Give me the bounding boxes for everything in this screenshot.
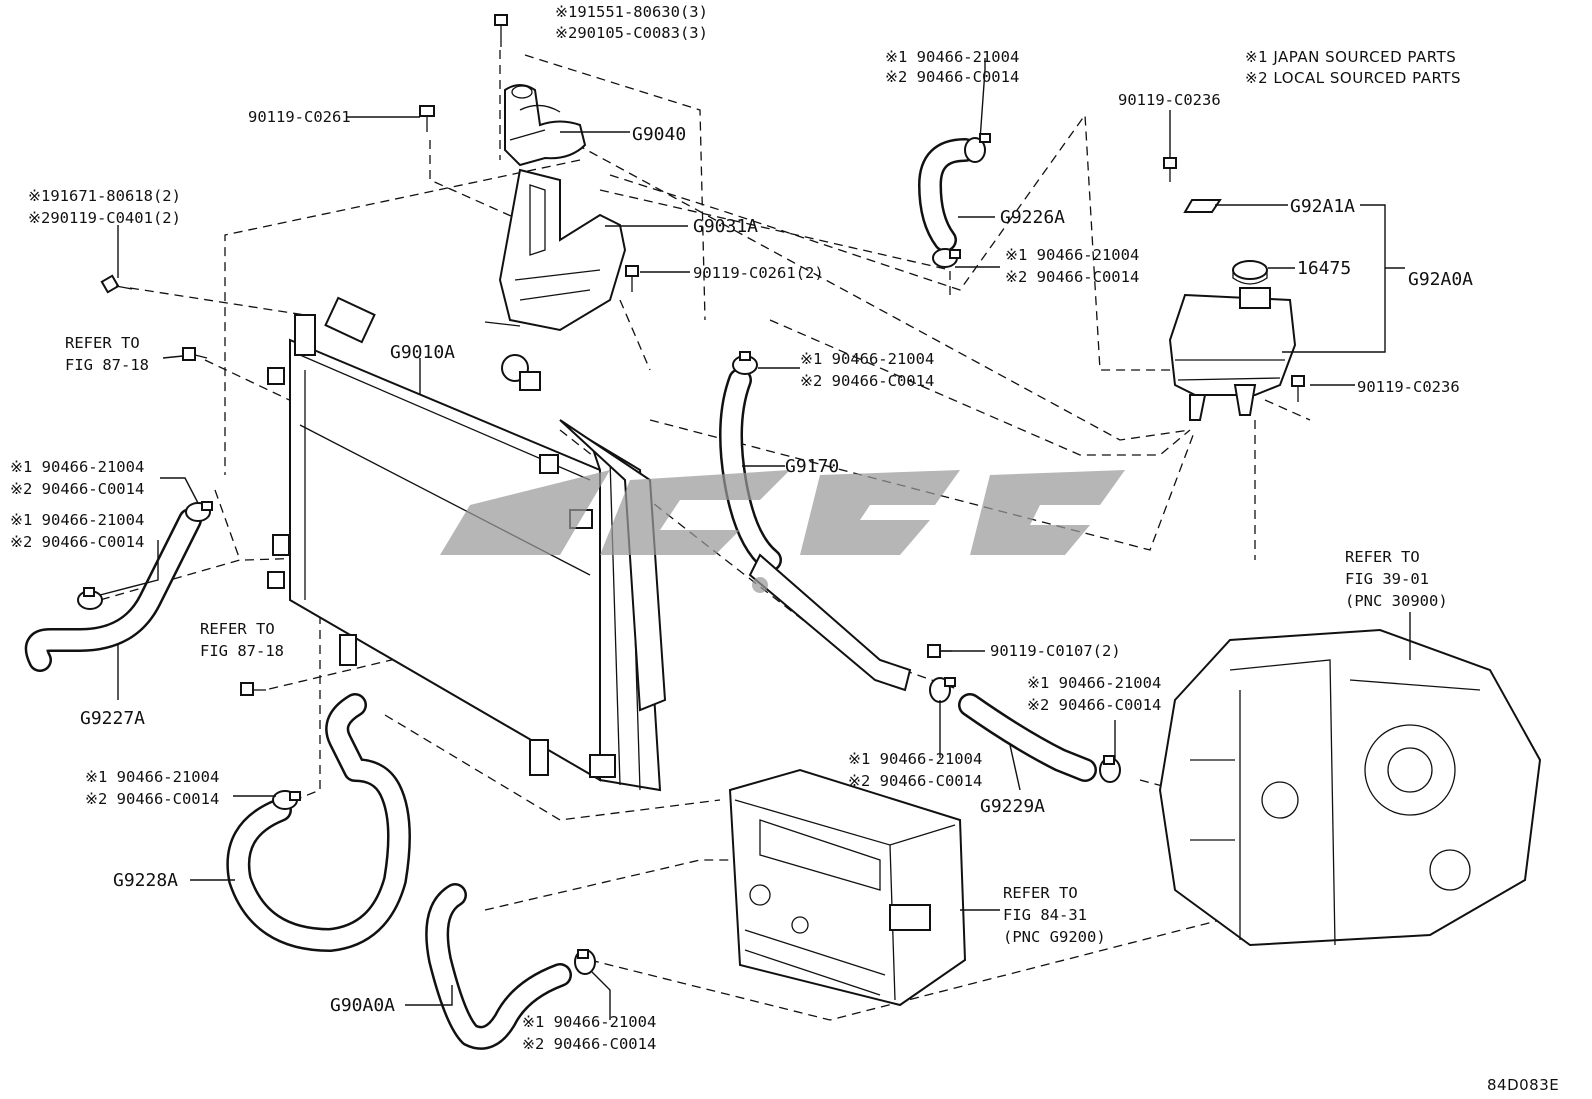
- label-90119-c0236-top: 90119-C0236: [1118, 91, 1221, 109]
- label-clamp-i-1: ※1 90466-21004: [1027, 674, 1161, 692]
- clamp-icon: [964, 133, 991, 163]
- clamp-icon: [574, 949, 596, 975]
- bolt-icon: [494, 14, 508, 47]
- label-90119-c0107: 90119-C0107(2): [990, 642, 1121, 660]
- hose-g9226a: [918, 138, 977, 252]
- label-refer-top-2: FIG 87-18: [65, 356, 149, 374]
- label-clamp-d-2: ※2 90466-C0014: [522, 1035, 656, 1053]
- label-clamp-a-1: ※1 90466-21004: [10, 458, 144, 476]
- bolts: [100, 14, 1305, 696]
- label-clamp-d-1: ※1 90466-21004: [522, 1013, 656, 1031]
- label-g92a0a: G92A0A: [1408, 269, 1473, 290]
- hose-g9228a: [226, 693, 411, 952]
- label-90119-c0236-right: 90119-C0236: [1357, 378, 1460, 396]
- bolt-icon: [1291, 375, 1305, 402]
- hose-g90a0a: [425, 883, 572, 1050]
- label-top-bolt-2: ※290105-C0083(3): [555, 24, 708, 42]
- label-refer-inv-1: REFER TO: [1003, 884, 1078, 902]
- label-g9228a: G9228A: [113, 870, 178, 891]
- label-clamp-g-1: ※1 90466-21004: [800, 350, 934, 368]
- label-refer-inv-3: (PNC G9200): [1003, 928, 1106, 946]
- label-refer-mid-2: FIG 87-18: [200, 642, 284, 660]
- transmission-assembly: [1158, 628, 1542, 947]
- water-pump-assembly: [504, 84, 587, 167]
- bolt-icon: [419, 105, 435, 132]
- label-g92a1a: G92A1A: [1290, 196, 1355, 217]
- legend: ※1 JAPAN SOURCED PARTS ※2 LOCAL SOURCED …: [1245, 48, 1461, 87]
- hose-clamps: [77, 133, 1121, 975]
- label-90119-c0261-2: 90119-C0261(2): [693, 264, 824, 282]
- bolt-icon: [100, 274, 133, 294]
- hose-g9229a: [958, 693, 1097, 782]
- label-g9226a: G9226A: [1000, 207, 1065, 228]
- bolt-icon: [182, 347, 208, 361]
- label-clamp-b-2: ※2 90466-C0014: [10, 533, 144, 551]
- label-clamp-a-2: ※2 90466-C0014: [10, 480, 144, 498]
- label-clamp-f-1: ※1 90466-21004: [1005, 246, 1139, 264]
- bolt-icon: [625, 265, 639, 292]
- part-labels: ※191551-80630(3) ※290105-C0083(3) 90119-…: [10, 3, 1559, 1094]
- label-clamp-c-1: ※1 90466-21004: [85, 768, 219, 786]
- label-left-bolt-1: ※191671-80618(2): [28, 187, 181, 205]
- label-g9229a: G9229A: [980, 796, 1045, 817]
- label-refer-mid-1: REFER TO: [200, 620, 275, 638]
- clamp-icon: [185, 501, 213, 522]
- bolt-icon: [240, 682, 266, 696]
- label-g9031a: G9031A: [693, 216, 758, 237]
- label-clamp-f-2: ※2 90466-C0014: [1005, 268, 1139, 286]
- label-g90a0a: G90A0A: [330, 995, 395, 1016]
- label-clamp-i-2: ※2 90466-C0014: [1027, 696, 1161, 714]
- legend-local: ※2 LOCAL SOURCED PARTS: [1245, 69, 1461, 87]
- label-g9227a: G9227A: [80, 708, 145, 729]
- clamp-icon: [932, 248, 961, 268]
- inverter-assembly: [728, 768, 967, 1007]
- label-refer-trans-3: (PNC 30900): [1345, 592, 1448, 610]
- reservoir-tank: [1168, 287, 1297, 421]
- label-top-bolt-1: ※191551-80630(3): [555, 3, 708, 21]
- label-refer-inv-2: FIG 84-31: [1003, 906, 1087, 924]
- label-16475: 16475: [1297, 258, 1351, 279]
- label-g9040: G9040: [632, 124, 686, 145]
- label-clamp-c-2: ※2 90466-C0014: [85, 790, 219, 808]
- label-refer-trans-2: FIG 39-01: [1345, 570, 1429, 588]
- clamp-icon: [272, 790, 301, 810]
- label-clamp-e-2: ※2 90466-C0014: [885, 68, 1019, 86]
- label-refer-trans-1: REFER TO: [1345, 548, 1420, 566]
- clamp-icon: [929, 677, 956, 703]
- pipe-g9170: [748, 553, 912, 692]
- leader-lines: [99, 58, 1411, 1020]
- clamp-icon: [732, 351, 758, 375]
- bolt-icon: [1163, 157, 1177, 182]
- legend-japan: ※1 JAPAN SOURCED PARTS: [1245, 48, 1456, 66]
- watermark-logo: [440, 470, 1125, 593]
- label-plate-g92a1a: [1183, 199, 1222, 213]
- label-clamp-h-2: ※2 90466-C0014: [848, 772, 982, 790]
- label-clamp-h-1: ※1 90466-21004: [848, 750, 982, 768]
- clamp-icon: [77, 587, 103, 610]
- hose-g9227a: [24, 508, 202, 672]
- label-clamp-e-1: ※1 90466-21004: [885, 48, 1019, 66]
- label-clamp-g-2: ※2 90466-C0014: [800, 372, 934, 390]
- label-90119-c0261: 90119-C0261: [248, 108, 351, 126]
- pump-bracket: [484, 168, 627, 332]
- label-left-bolt-2: ※290119-C0401(2): [28, 209, 181, 227]
- clamp-icon: [1099, 755, 1121, 783]
- label-clamp-b-1: ※1 90466-21004: [10, 511, 144, 529]
- label-g9010a: G9010A: [390, 342, 455, 363]
- label-g9170: G9170: [785, 456, 839, 477]
- label-refer-top-1: REFER TO: [65, 334, 140, 352]
- figure-code: 84D083E: [1487, 1076, 1559, 1094]
- reservoir-cap-16475: [1232, 260, 1268, 285]
